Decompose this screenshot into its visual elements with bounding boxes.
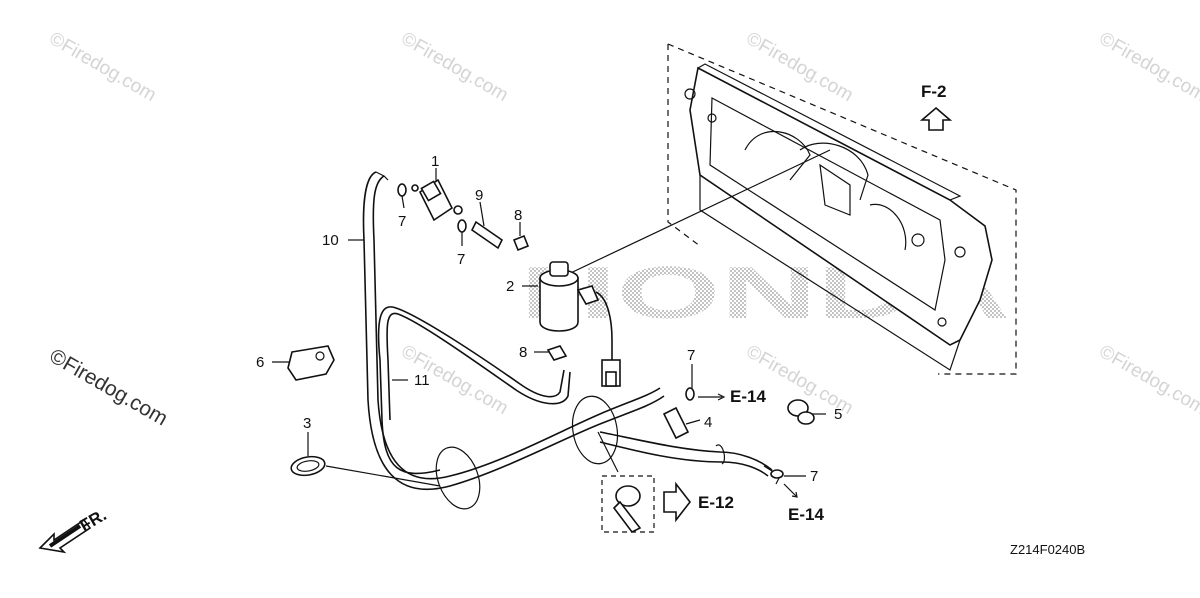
label-4: 4 [704,414,712,431]
label-5: 5 [834,406,842,423]
watermark-strong: ©Firedog.com [46,344,172,430]
watermark-2: ©Firedog.com [398,28,512,106]
label-7b: 7 [457,251,465,268]
watermark-4: ©Firedog.com [1096,28,1200,106]
hose-10 [362,171,665,491]
diagram-code: Z214F0240B [1010,542,1085,557]
label-6: 6 [256,354,264,371]
oring-7b [457,219,467,233]
part-2-canister [539,261,621,387]
ref-f2-arrow [919,106,953,131]
tray-assembly [667,43,1017,375]
part-4-clip [662,406,690,440]
clip-8a [512,234,530,252]
label-11: 11 [414,372,430,389]
label-7d: 7 [810,468,818,485]
watermark-1: ©Firedog.com [46,28,160,106]
leader-lines [272,168,826,498]
ref-e14-top: E-14 [730,387,766,406]
breather-tube [599,431,773,471]
label-9: 9 [475,187,483,204]
label-8a: 8 [514,207,522,224]
part-3-clamp [290,455,326,477]
front-arrow-icon [38,518,92,554]
watermark-3: ©Firedog.com [743,28,857,106]
clamp-ellipse-right [571,395,619,465]
watermark-group: ©Firedog.com ©Firedog.com ©Firedog.com ©… [46,28,1200,430]
ref-f2: F-2 [921,82,947,101]
label-7c: 7 [687,347,695,364]
oring-7d [770,469,784,479]
part-5-clamp [787,399,815,425]
ref-e12: E-12 [698,493,734,512]
clamp-ellipse-left [435,446,481,510]
label-10: 10 [322,232,339,249]
part-6-holder [287,345,335,381]
watermark-7: ©Firedog.com [1096,341,1200,419]
label-8b: 8 [519,344,527,361]
label-3: 3 [303,415,311,432]
label-1: 1 [431,153,439,170]
oring-7c [685,387,695,401]
e12-detail [597,431,692,534]
label-2: 2 [506,278,514,295]
label-7a: 7 [398,213,406,230]
pipe-9 [470,220,504,250]
oring-7a [397,183,407,197]
hose-11 [377,306,565,475]
ref-e14-bottom: E-14 [788,505,824,524]
clip-8b [546,345,568,361]
part-1-valve [411,178,463,222]
